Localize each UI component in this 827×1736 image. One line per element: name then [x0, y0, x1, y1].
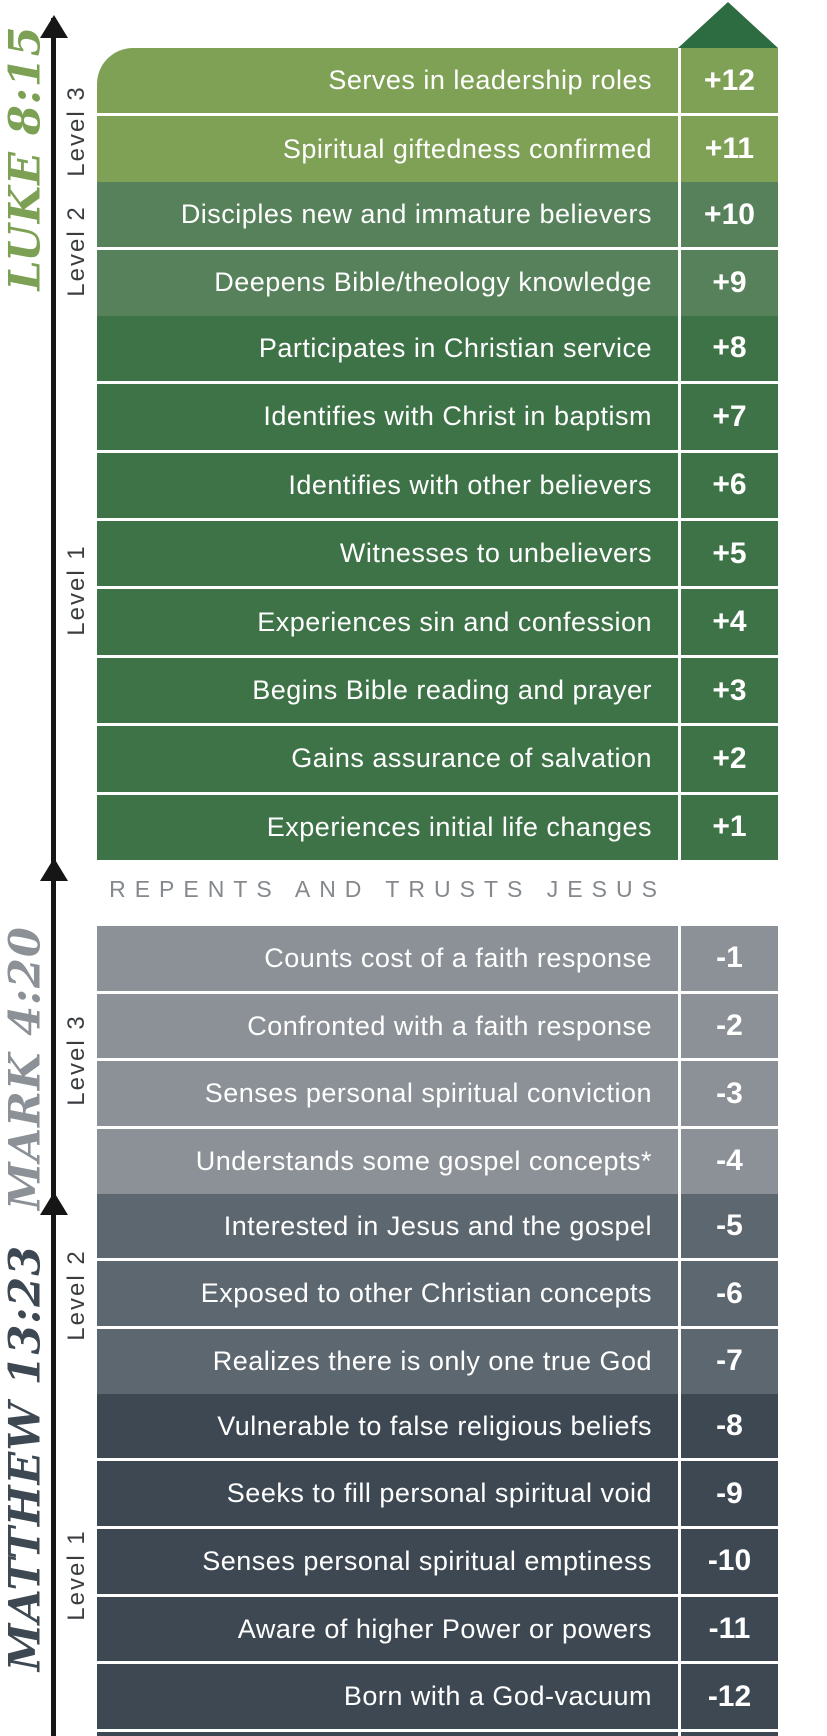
row-value: +6: [678, 452, 778, 518]
row-label: Spiritual giftedness confirmed: [282, 133, 652, 164]
scale-row: Disciples new and immature believers +10: [97, 181, 778, 248]
scale-row: Understands some gospel concepts* -4: [97, 1126, 778, 1194]
row-label: Senses personal spiritual conviction: [204, 1078, 652, 1109]
level-label-negative-2: Level 2: [63, 1249, 90, 1341]
row-label: Senses personal spiritual emptiness: [202, 1545, 652, 1576]
row-label: Gains assurance of salvation: [291, 743, 652, 774]
scale-row: Interested in Jesus and the gospel -5: [97, 1193, 778, 1259]
scale-row: Aware of higher Power or powers -11: [97, 1593, 778, 1662]
row-value: +2: [678, 726, 778, 792]
row-value: [678, 1732, 778, 1736]
row-label: Aware of higher Power or powers: [237, 1613, 652, 1644]
row-value: +7: [678, 384, 778, 450]
row-label: Witnesses to unbelievers: [339, 538, 652, 569]
scale-row: Experiences sin and confession +4: [97, 586, 778, 655]
row-value: -3: [678, 1061, 778, 1127]
scale-row: Witnesses to unbelievers +5: [97, 517, 778, 587]
up-arrowhead-icon: [40, 858, 68, 881]
row-label: Realizes there is only one true God: [212, 1345, 652, 1376]
row-label: Interested in Jesus and the gospel: [223, 1210, 652, 1241]
row-value: +9: [678, 250, 778, 316]
scale-row: Senses personal spiritual conviction -3: [97, 1058, 778, 1127]
row-label: Disciples new and immature believers: [180, 199, 652, 230]
row-label: Participates in Christian service: [258, 332, 652, 363]
row-value: -11: [678, 1596, 778, 1662]
row-value: -6: [678, 1261, 778, 1327]
row-value: +8: [678, 315, 778, 382]
row-label: Experiences sin and confession: [257, 606, 652, 637]
row-value: +3: [678, 657, 778, 724]
row-label: Born with a God-vacuum: [343, 1681, 652, 1712]
scale-row: Identifies with other believers +6: [97, 449, 778, 518]
level-label-negative-1: Level 1: [63, 1529, 90, 1621]
row-label: Seeks to fill personal spiritual void: [226, 1478, 652, 1509]
row-value: -9: [678, 1461, 778, 1527]
scripture-label-matthew: MATTHEW 13:23: [0, 1244, 51, 1672]
row-label: Understands some gospel concepts*: [195, 1145, 652, 1176]
scale-row: Gains assurance of salvation +2: [97, 723, 778, 792]
scale-row: Counts cost of a faith response -1: [97, 926, 778, 991]
scale-row: Spiritual giftedness confirmed +11: [97, 113, 778, 182]
row-label: Serves in leadership roles: [328, 65, 652, 96]
row-label: Begins Bible reading and prayer: [252, 675, 652, 705]
scale-row: Experiences initial life changes +1: [97, 791, 778, 860]
row-value: -5: [678, 1193, 778, 1259]
row-value: +1: [678, 794, 778, 860]
row-label: Identifies with other believers: [288, 469, 652, 500]
scale-row: Confronted with a faith response -2: [97, 990, 778, 1059]
scale-row: Senses personal spiritual emptiness -10: [97, 1526, 778, 1594]
scale-row: Participates in Christian service +8: [97, 315, 778, 382]
scripture-label-mark: MARK 4:20: [0, 926, 51, 1210]
row-value: -12: [678, 1664, 778, 1730]
growth-arrow-icon: [678, 2, 778, 48]
divider-text: REPENTS AND TRUSTS JESUS: [109, 876, 666, 902]
row-value: -10: [678, 1529, 778, 1594]
row-value: -8: [678, 1393, 778, 1459]
row-label: Identifies with Christ in baptism: [263, 401, 652, 432]
scale-row: Deepens Bible/theology knowledge +9: [97, 247, 778, 316]
up-arrowhead-icon: [40, 15, 68, 38]
cutoff-row-stub: [97, 1729, 778, 1736]
row-label: Deepens Bible/theology knowledge: [214, 267, 652, 298]
row-label: Counts cost of a faith response: [264, 942, 652, 973]
row-value: -1: [678, 926, 778, 991]
scale-row: Vulnerable to false religious beliefs -8: [97, 1393, 778, 1459]
row-value: +12: [678, 48, 778, 114]
row-label: [97, 1732, 678, 1736]
row-value: -2: [678, 993, 778, 1059]
row-value: +11: [678, 116, 778, 182]
scale-row: Begins Bible reading and prayer +3: [97, 654, 778, 724]
level-label-positive-1: Level 1: [63, 544, 90, 636]
row-value: +10: [678, 181, 778, 248]
level-label-positive-2: Level 2: [63, 205, 90, 297]
row-value: +4: [678, 589, 778, 655]
up-arrowhead-icon: [40, 1192, 68, 1215]
scale-row: Exposed to other Christian concepts -6: [97, 1258, 778, 1327]
scale-row: Serves in leadership roles +12: [97, 48, 778, 114]
row-label: Exposed to other Christian concepts: [200, 1278, 652, 1309]
level-label-negative-3: Level 3: [63, 1014, 90, 1106]
scale-row: Born with a God-vacuum -12: [97, 1661, 778, 1730]
level-label-positive-3: Level 3: [63, 85, 90, 177]
row-label: Experiences initial life changes: [266, 811, 652, 842]
row-value: -7: [678, 1329, 778, 1394]
row-value: -4: [678, 1129, 778, 1194]
scripture-label-luke: LUKE 8:15: [0, 25, 51, 291]
row-label: Vulnerable to false religious beliefs: [217, 1410, 652, 1441]
scale-row: Realizes there is only one true God -7: [97, 1326, 778, 1394]
row-value: +5: [678, 520, 778, 587]
scale-row: Identifies with Christ in baptism +7: [97, 381, 778, 450]
row-label: Confronted with a faith response: [247, 1010, 652, 1041]
scale-row: Seeks to fill personal spiritual void -9: [97, 1458, 778, 1527]
